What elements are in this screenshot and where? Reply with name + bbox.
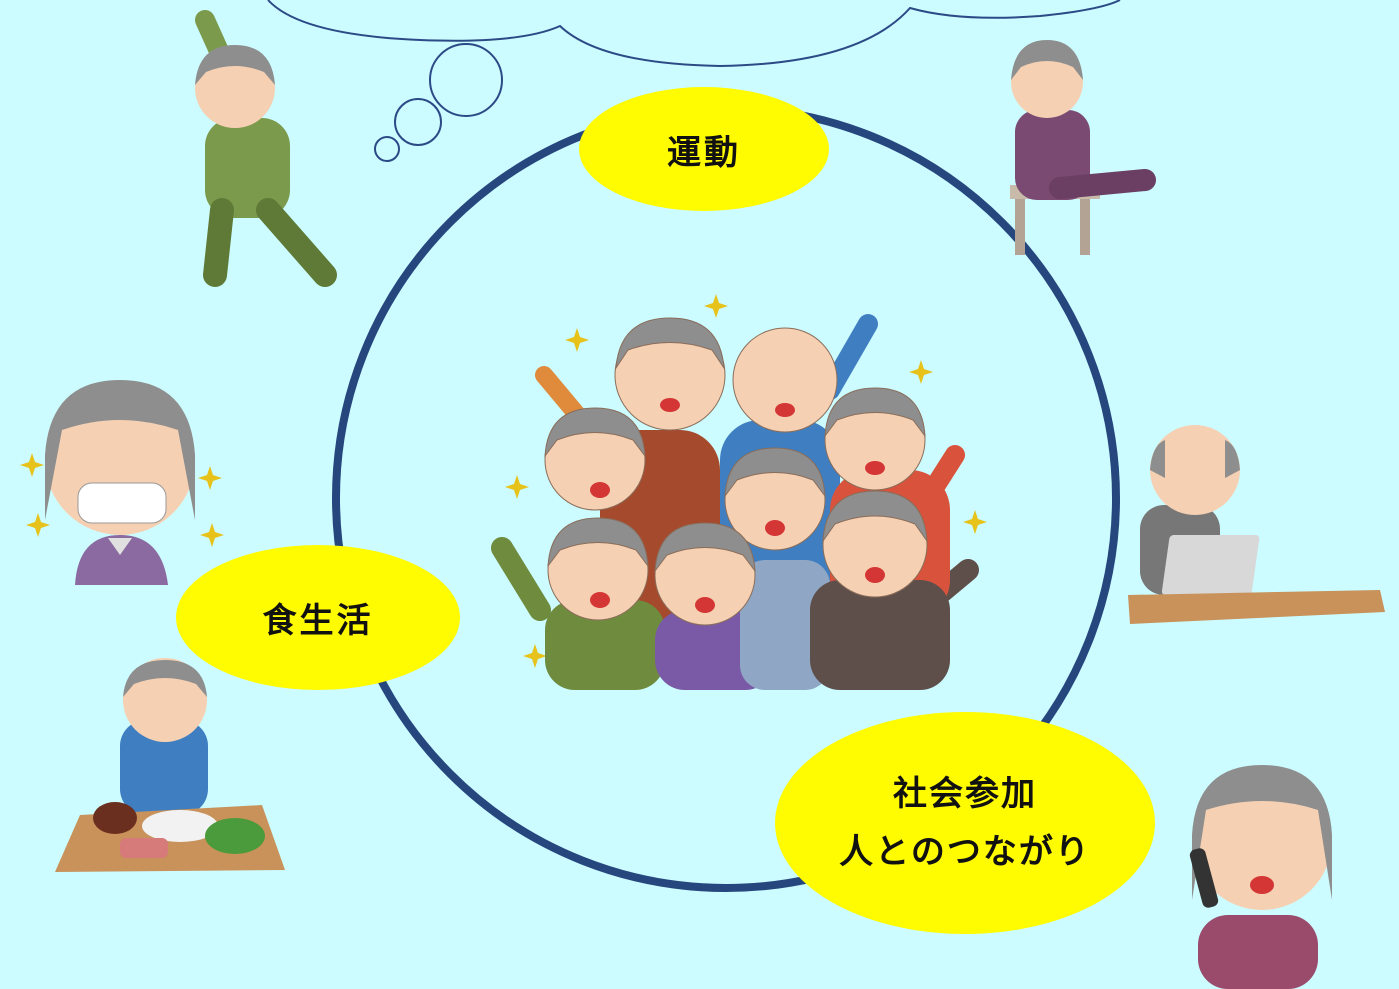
elderly-chair-leg-raise-illustration [1010, 40, 1156, 255]
elderly-phone-call-illustration [1189, 765, 1332, 989]
exercise-label: 運動 [579, 87, 829, 211]
exercise-label-text: 運動 [667, 132, 741, 173]
social-participation-label: 社会参加 人とのつながり [775, 712, 1155, 934]
elderly-laptop-illustration [1128, 425, 1385, 624]
elderly-group-cheering-illustration [491, 294, 987, 690]
social-label-line2: 人とのつながり [839, 832, 1091, 872]
diet-label-text: 食生活 [262, 601, 374, 641]
social-label-line1: 社会参加 [893, 774, 1037, 814]
thought-bubble [267, 0, 1121, 162]
elderly-smiling-teeth-illustration [20, 380, 224, 585]
diet-label: 食生活 [176, 545, 460, 690]
elderly-stretching-illustration [195, 10, 337, 287]
elderly-eating-meal-illustration [55, 658, 285, 872]
